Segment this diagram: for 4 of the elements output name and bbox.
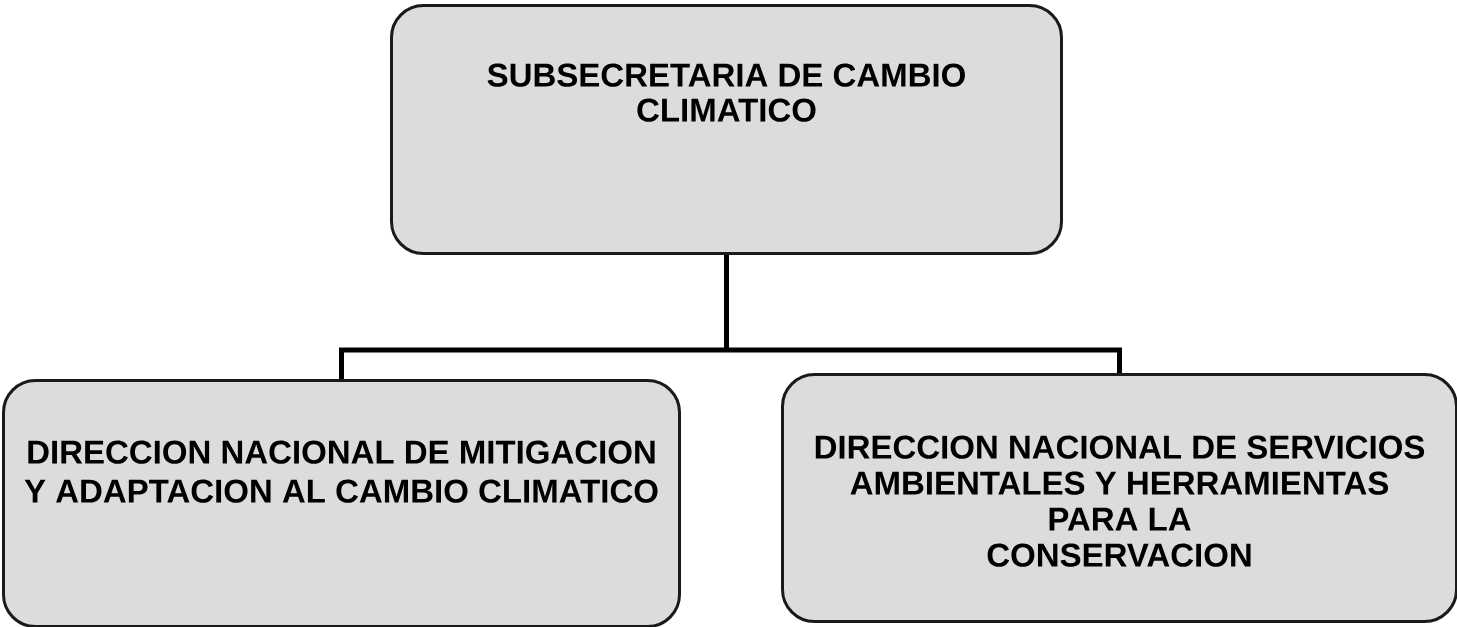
rounded-box: DIRECCION NACIONAL DE MITIGACION Y ADAPTACION AL CAMBIO CLIMATICO [2, 379, 681, 627]
connector-lines [339, 252, 1122, 382]
rounded-box: DIRECCION NACIONAL DE SERVICIOS AMBIENTALES Y HERRAMIENTAS PARA LA CONSERVACION [781, 373, 1457, 623]
rounded-box: SUBSECRETARIA DE CAMBIO CLIMATICO [390, 4, 1063, 255]
